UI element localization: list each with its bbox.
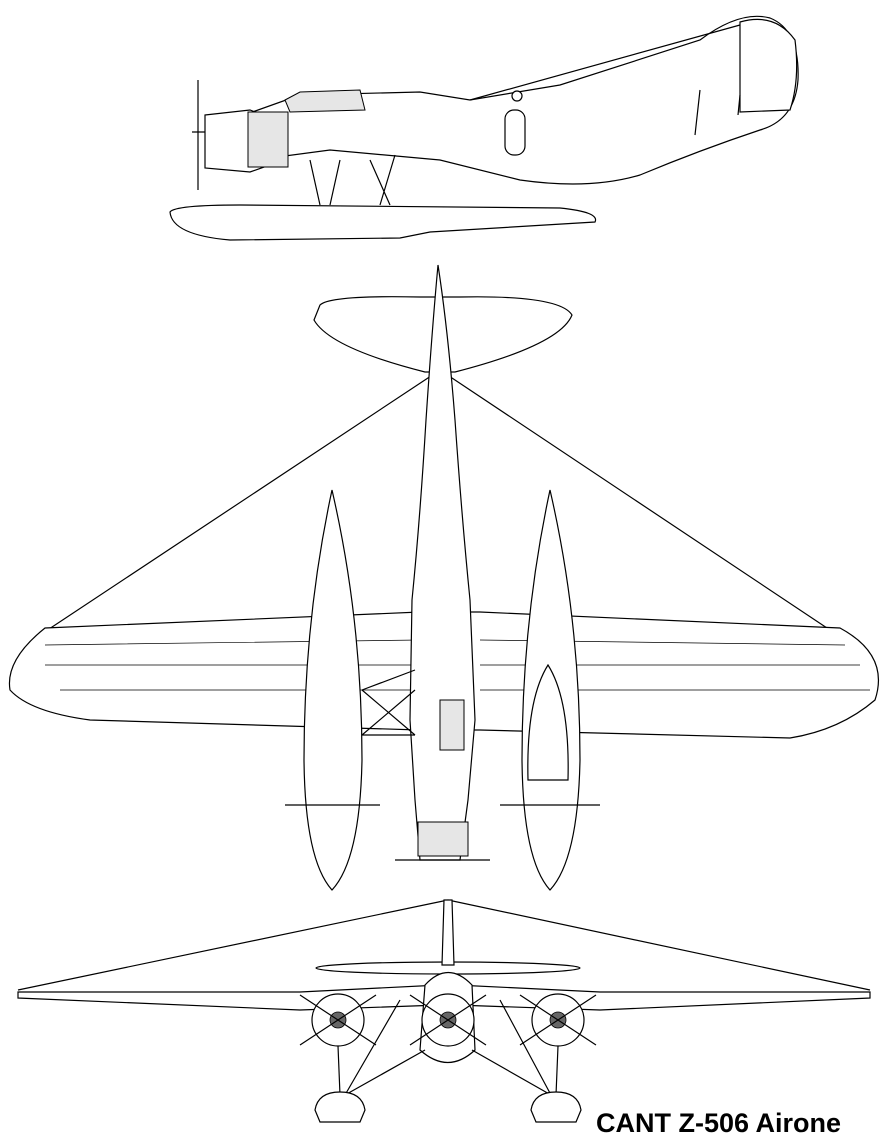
front-fin (441, 899, 455, 966)
side-cockpit (284, 89, 366, 113)
side-view (169, 15, 799, 241)
side-float-struts (309, 154, 396, 206)
front-left-float (314, 1091, 366, 1123)
front-float-struts (337, 999, 559, 1096)
front-bracing-wires (17, 899, 871, 991)
side-tail-strut (694, 89, 741, 136)
top-right-engine-nacelle (527, 663, 569, 781)
side-rudder (739, 18, 798, 113)
top-wing-flaps (44, 639, 870, 691)
side-porthole (511, 90, 523, 102)
front-right-engine (519, 993, 597, 1047)
top-float-struts (361, 669, 416, 736)
side-wing-brace (469, 24, 741, 101)
front-center-engine (409, 993, 487, 1047)
top-cockpit-glazing (439, 699, 465, 751)
front-view (17, 899, 871, 1123)
front-left-engine (299, 993, 377, 1047)
side-engine-cowl (247, 111, 289, 168)
side-door (504, 109, 526, 156)
top-view (8, 264, 879, 891)
side-propeller (192, 80, 205, 190)
top-wing-bracing-wires (39, 369, 846, 641)
front-right-float (530, 1091, 582, 1123)
top-left-float (303, 489, 363, 891)
drawing-title: CANT Z-506 Airone (596, 1108, 842, 1138)
side-float (169, 204, 597, 241)
top-nose-engine (417, 821, 469, 857)
